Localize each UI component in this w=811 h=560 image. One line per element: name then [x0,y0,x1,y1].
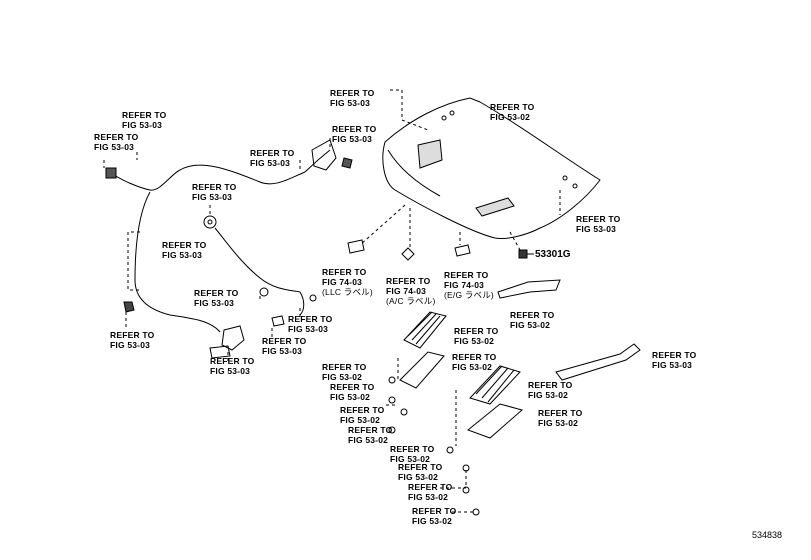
hood-leaders [359,89,561,251]
hinge-bracket[interactable] [555,343,641,381]
louver-lower[interactable] [469,365,521,405]
louver-leaders [386,358,476,513]
louver-gasket-upper[interactable] [399,351,445,389]
release-cable[interactable] [109,149,331,333]
label-stickers [347,239,471,261]
louver-fasteners[interactable] [388,376,480,516]
cable-leaders [103,138,331,362]
louver-upper[interactable] [403,311,447,349]
hood-seal[interactable] [497,279,561,299]
part-number-label: 53301G [535,249,571,260]
hood-panel[interactable] [382,97,601,239]
louver-gasket-lower[interactable] [466,403,524,439]
diagram-id: 534838 [752,530,783,540]
part-53301g[interactable] [518,249,534,259]
cable-clips[interactable] [105,139,353,359]
